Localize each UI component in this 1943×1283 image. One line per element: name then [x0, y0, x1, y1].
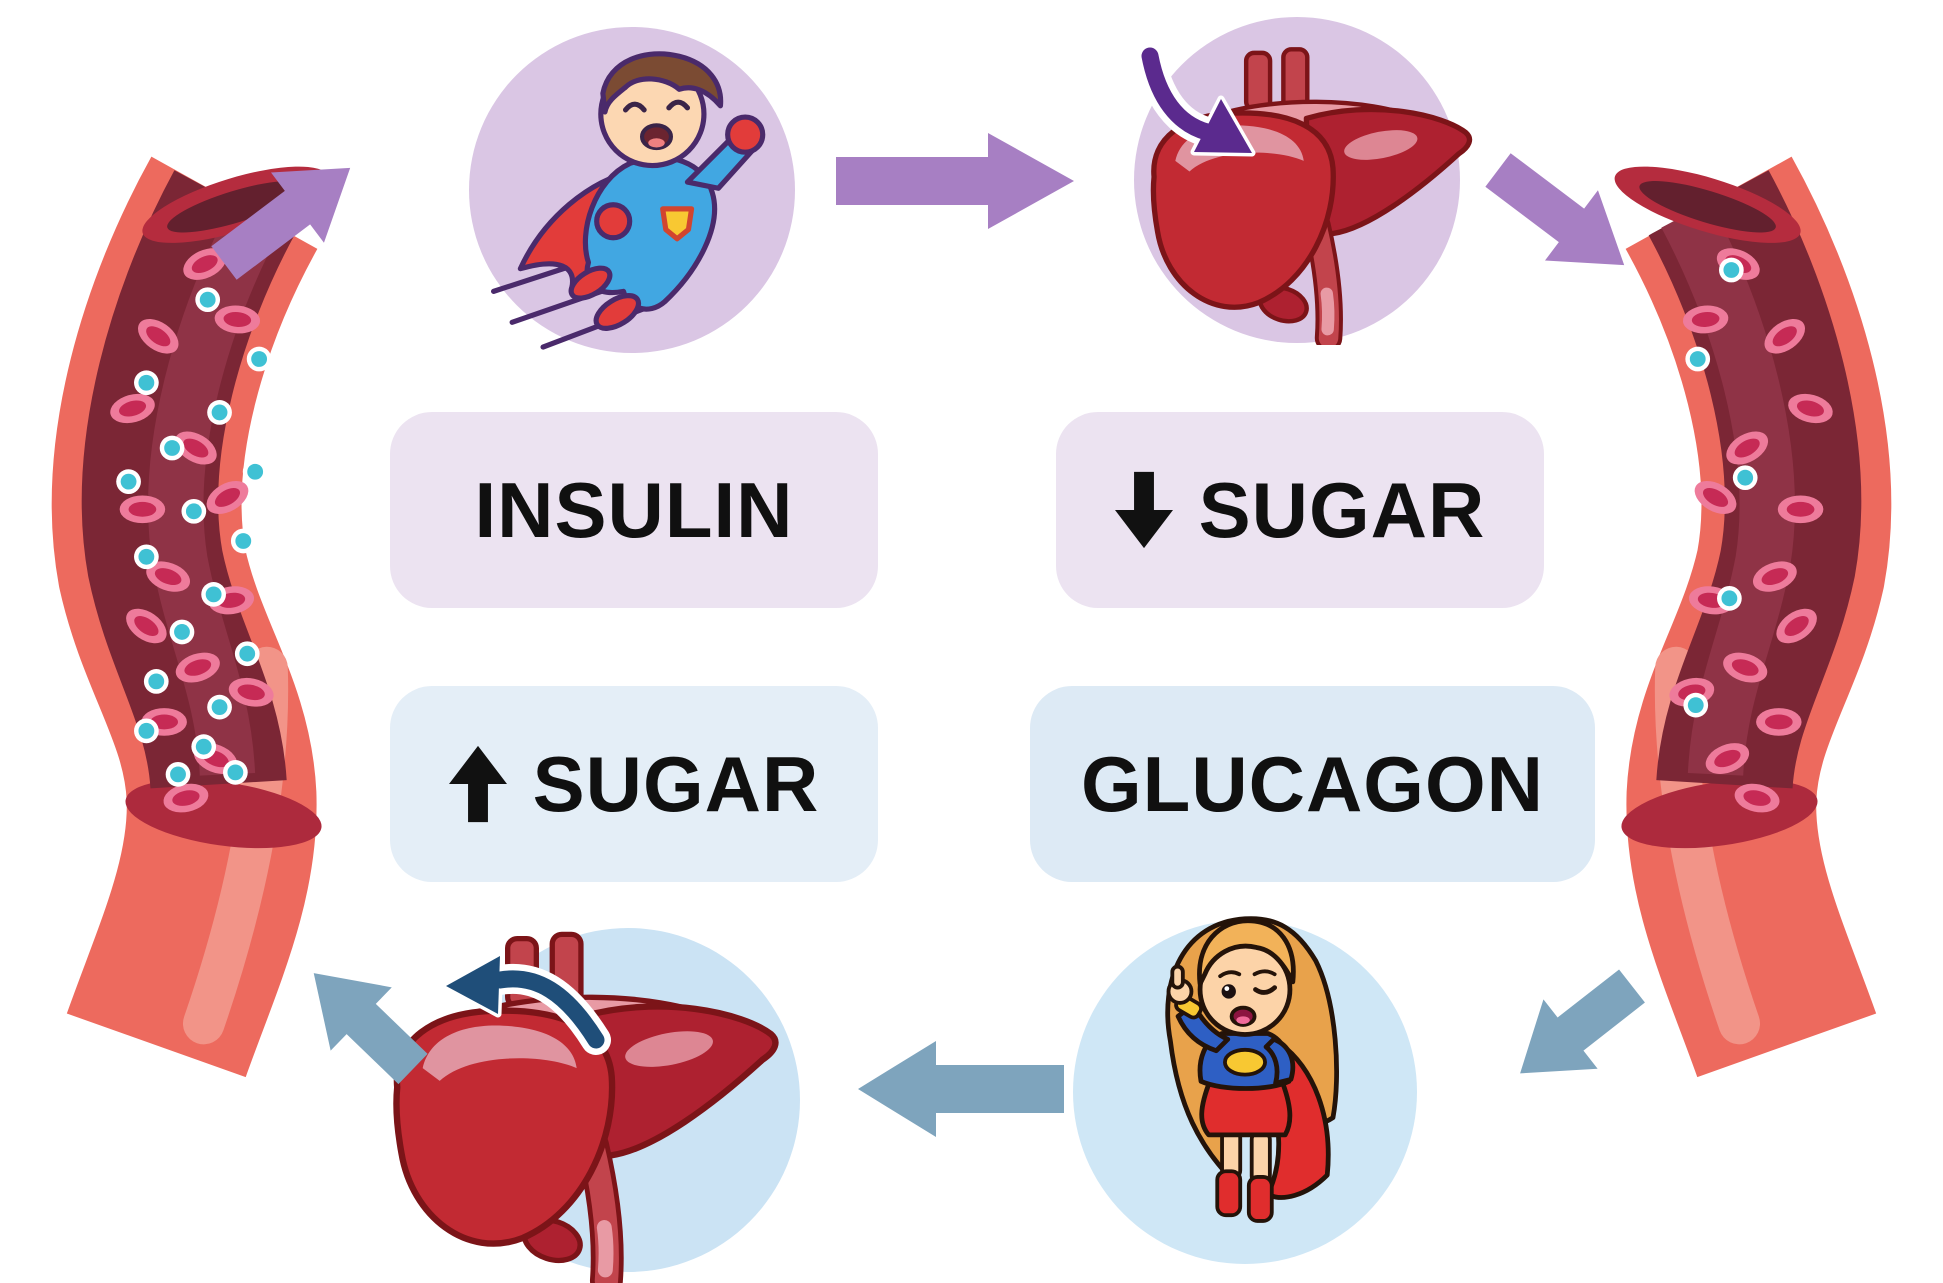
sugar-down-label-box: SUGAR — [1056, 412, 1544, 608]
liver-illustration-top — [1150, 47, 1473, 346]
hero-hair — [600, 51, 724, 115]
glucagon-label-box: GLUCAGON — [1030, 686, 1595, 882]
arrow-insulin-to-liver — [836, 133, 1074, 229]
sugar-dots-high — [116, 227, 272, 787]
down-arrow-icon — [1114, 471, 1173, 549]
liver-illustration-bottom — [393, 931, 779, 1283]
supergirl-boot — [1246, 1175, 1274, 1223]
supergirl-skirt — [1199, 1077, 1293, 1138]
hero-fist-front — [594, 202, 633, 241]
glucagon-label: GLUCAGON — [1081, 739, 1544, 828]
insulin-label: INSULIN — [474, 465, 794, 554]
sugar-down-label: SUGAR — [1198, 465, 1486, 554]
insulin-label-box: INSULIN — [390, 412, 878, 608]
supergirl-bangs — [1197, 918, 1296, 987]
blood-vessel-left — [2, 152, 358, 1104]
sugar-dots-low — [1683, 257, 1758, 718]
supergirl-illustration — [1165, 916, 1340, 1223]
hero-tongue — [648, 138, 665, 148]
wink-eye — [1253, 985, 1278, 995]
hero-fist — [725, 114, 766, 155]
hero-eyes — [622, 99, 691, 113]
up-arrow-icon — [448, 745, 507, 823]
sugar-up-label: SUGAR — [532, 739, 820, 828]
supergirl-emblem — [1223, 1047, 1267, 1077]
superhero-boy-illustration — [490, 51, 766, 350]
arrow-glucagon-to-liver — [858, 1041, 1064, 1137]
sugar-up-label-box: SUGAR — [390, 686, 878, 882]
supergirl-boot — [1215, 1169, 1243, 1218]
blood-vessel-right — [1585, 152, 1941, 1104]
hero-boots — [568, 265, 642, 331]
hero-emblem — [660, 206, 695, 242]
